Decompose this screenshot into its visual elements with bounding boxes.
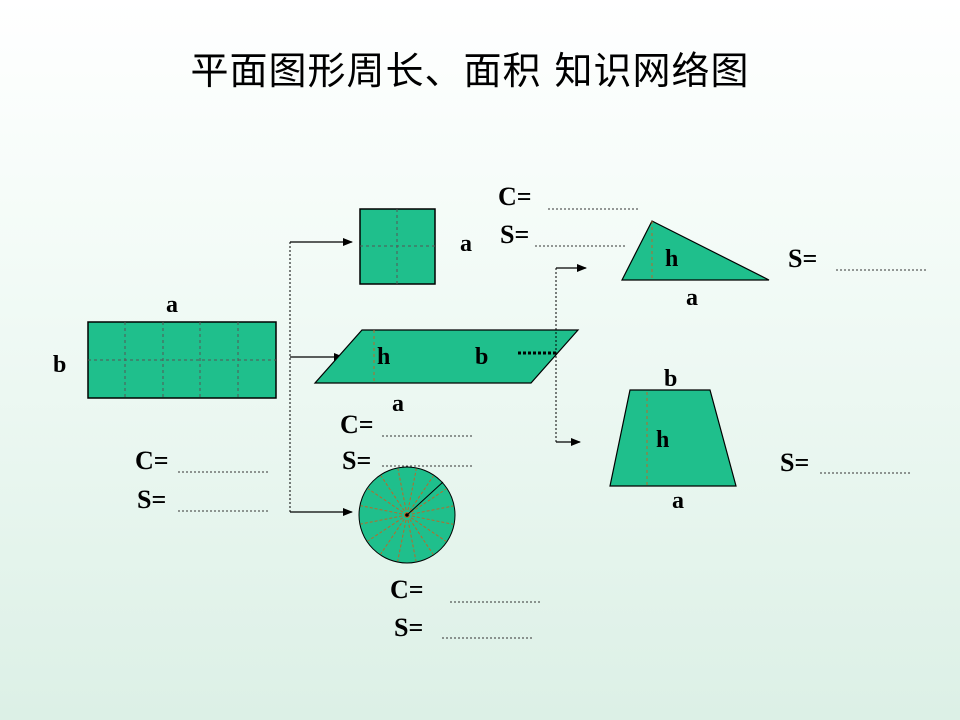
square-side-label: a (460, 231, 472, 257)
circle-sector-line (406, 505, 454, 516)
circle-sector-line (397, 514, 408, 562)
parallelogram-base-label: a (392, 391, 404, 417)
rectangle-shape (87, 321, 277, 399)
trapezoid-shape (609, 389, 737, 487)
triangle-shape (621, 220, 770, 281)
trapezoid-top-base-label: b (664, 366, 677, 392)
circle-perimeter-label: C= (390, 575, 424, 604)
square-area-label: S= (500, 220, 529, 249)
circle-sector-line (406, 514, 434, 555)
rectangle-width-label: b (53, 352, 66, 378)
triangle-height-label: h (665, 246, 678, 272)
circle-sector-line (367, 488, 408, 516)
circle-sector-line (406, 514, 454, 525)
circle-radius-line (406, 481, 444, 516)
trapezoid-bottom-base-label: a (672, 488, 684, 514)
circle-sector-line (380, 514, 408, 555)
trapezoid-area-label: S= (780, 448, 809, 477)
circle-sector-line (406, 475, 434, 516)
parallelogram-side-label: b (475, 344, 488, 370)
circle-sector-line (380, 475, 408, 516)
triangle-area-label: S= (788, 244, 817, 273)
circle-sector-line (367, 514, 408, 542)
square-perimeter-label: C= (498, 182, 532, 211)
rectangle-length-label: a (166, 292, 178, 318)
square-shape (359, 208, 436, 285)
parallelogram-height-label: h (377, 344, 390, 370)
circle-sector-line (360, 505, 408, 516)
circle-sector-line (406, 468, 417, 516)
parallelogram-branch-connector (518, 264, 587, 446)
circle-sector-line (397, 468, 408, 516)
circle-sector-line (406, 514, 447, 542)
parallelogram-area-label: S= (342, 446, 371, 475)
parallelogram-shape (313, 329, 580, 384)
circle-shape (358, 466, 456, 564)
circle-sector-line (360, 514, 408, 525)
rectangle-perimeter-label: C= (135, 446, 169, 475)
circle-sector-lines (360, 468, 454, 562)
circle-sector-line (406, 514, 417, 562)
circle-sector-line (406, 488, 447, 516)
circle-area-label: S= (394, 613, 423, 642)
parallelogram-perimeter-label: C= (340, 410, 374, 439)
page-title: 平面图形周长、面积 知识网络图 (190, 49, 750, 93)
rectangle-branch-connector (289, 238, 353, 516)
triangle-base-label: a (686, 285, 698, 311)
rectangle-area-label: S= (137, 485, 166, 514)
trapezoid-height-label: h (656, 427, 669, 453)
